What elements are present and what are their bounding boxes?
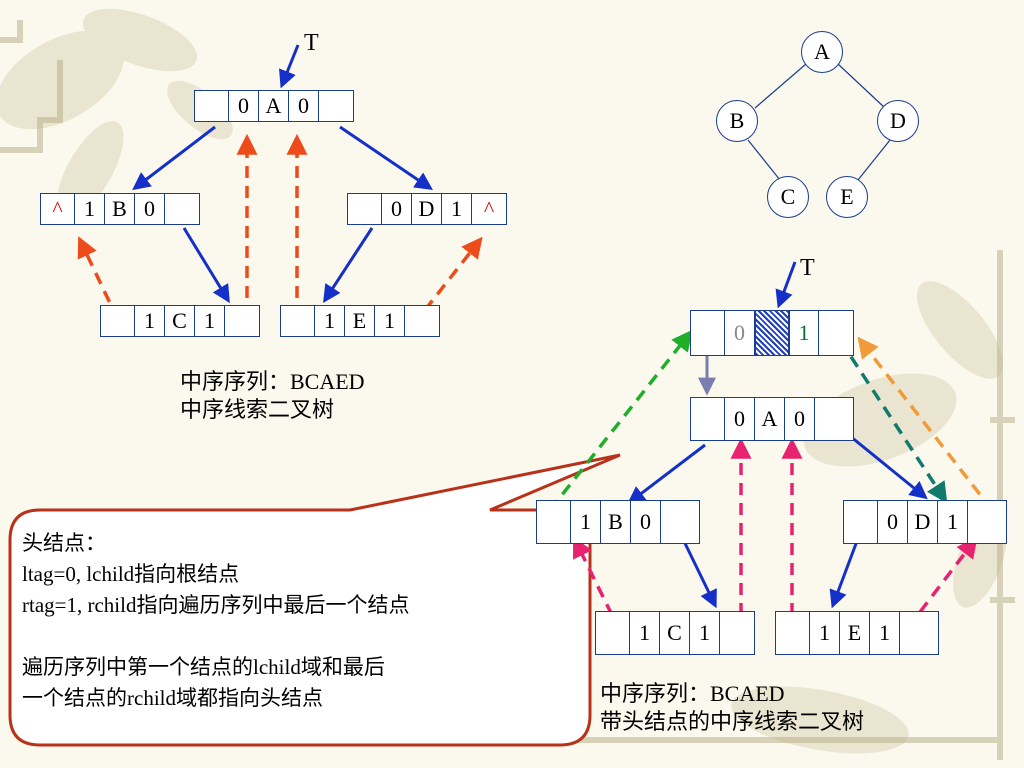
node-cell: E — [840, 612, 870, 654]
node-cell: 1 — [690, 612, 720, 654]
node-cell — [101, 306, 135, 336]
node-cell — [776, 612, 810, 654]
callout-line: rtag=1, rchild指向遍历序列中最后一个结点 — [22, 593, 410, 617]
node-cell: 1 — [375, 306, 405, 336]
right-caption: 中序序列：BCAED 带头结点的中序线索二叉树 — [600, 680, 864, 736]
tree-node-d: D — [877, 100, 919, 142]
left-c-node: 1 C 1 — [100, 305, 260, 337]
node-cell — [405, 306, 439, 336]
node-cell — [165, 194, 199, 224]
callout-line: 遍历序列中第一个结点的lchild域和最后 — [22, 655, 385, 679]
node-cell: 1 — [75, 194, 105, 224]
node-cell — [348, 194, 382, 224]
node-cell: B — [601, 501, 631, 543]
node-cell: C — [660, 612, 690, 654]
node-cell: ^ — [483, 196, 495, 221]
node-cell — [815, 398, 853, 440]
head-data-cell — [755, 311, 789, 355]
node-cell: 1 — [442, 194, 472, 224]
node-cell — [691, 311, 725, 355]
thread-first-to-head — [548, 329, 693, 512]
node-cell: 1 — [195, 306, 225, 336]
small-tree-edges — [747, 63, 891, 181]
left-d-node: 0 D 1 ^ — [347, 193, 507, 225]
node-cell: 0 — [878, 501, 908, 543]
node-cell — [900, 612, 938, 654]
node-cell: A — [259, 91, 289, 121]
node-cell: 0 — [725, 311, 755, 355]
node-cell: 1 — [135, 306, 165, 336]
node-cell: 1 — [571, 501, 601, 543]
node-cell: D — [412, 194, 442, 224]
node-cell: D — [908, 501, 938, 543]
node-cell — [720, 612, 754, 654]
thread-head-to-last — [838, 339, 948, 504]
node-cell — [319, 91, 353, 121]
right-e-node: 1 E 1 — [775, 611, 939, 655]
node-cell: ^ — [41, 194, 75, 224]
node-cell: E — [345, 306, 375, 336]
tree-node-e: E — [826, 176, 868, 218]
thread-last-to-head — [857, 336, 994, 512]
left-root-node: 0 A 0 — [194, 90, 354, 122]
node-cell — [537, 501, 571, 543]
caption-line: 带头结点的中序线索二叉树 — [600, 709, 865, 734]
node-cell — [225, 306, 259, 336]
node-cell: 1 — [315, 306, 345, 336]
node-cell: 0 — [631, 501, 661, 543]
node-cell: 0 — [289, 91, 319, 121]
caption-line: 中序线索二叉树 — [180, 397, 335, 422]
right-tree-threads-pink — [573, 437, 978, 616]
left-tree-threads — [77, 133, 483, 321]
tree-node-c: C — [767, 176, 809, 218]
left-caption: 中序序列：BCAED 中序线索二叉树 — [180, 368, 365, 424]
node-cell: 0 — [785, 398, 815, 440]
left-e-node: 1 E 1 — [280, 305, 440, 337]
node-cell: 0 — [135, 194, 165, 224]
node-cell: 1 — [938, 501, 968, 543]
tree-node-a: A — [801, 31, 843, 73]
node-cell — [661, 501, 699, 543]
left-tree-links — [132, 44, 433, 304]
node-cell — [968, 501, 1006, 543]
node-cell: B — [105, 194, 135, 224]
node-cell — [596, 612, 630, 654]
callout-blank-line — [22, 621, 409, 652]
head-node: 0 1 — [690, 310, 854, 356]
head-pointer-label: T — [800, 255, 815, 281]
tree-node-b: B — [716, 100, 758, 142]
callout-line: 头结点： — [22, 531, 106, 555]
node-cell: 1 — [810, 612, 840, 654]
callout-text: 头结点： ltag=0, lchild指向根结点 rtag=1, rchild指… — [22, 528, 409, 714]
node-cell — [281, 306, 315, 336]
right-root-node: 0 A 0 — [690, 397, 854, 441]
node-cell: A — [755, 398, 785, 440]
right-c-node: 1 C 1 — [595, 611, 755, 655]
root-pointer-label: T — [304, 30, 319, 56]
callout-line: ltag=0, lchild指向根结点 — [22, 562, 240, 586]
node-cell — [195, 91, 229, 121]
node-cell: 0 — [229, 91, 259, 121]
node-cell: 0 — [725, 398, 755, 440]
node-cell: 1 — [630, 612, 660, 654]
node-cell: 0 — [382, 194, 412, 224]
node-cell — [819, 311, 853, 355]
right-b-node: 1 B 0 — [536, 500, 700, 544]
node-cell — [691, 398, 725, 440]
callout-line: 一个结点的rchild域都指向头结点 — [22, 686, 323, 710]
node-cell — [844, 501, 878, 543]
node-cell: 1 — [870, 612, 900, 654]
right-tree-links — [627, 261, 928, 609]
caption-line: 中序序列：BCAED — [180, 369, 365, 394]
left-b-node: ^ 1 B 0 — [40, 193, 200, 225]
caption-line: 中序序列：BCAED — [600, 681, 785, 706]
node-cell: 1 — [789, 311, 819, 355]
node-cell: C — [165, 306, 195, 336]
right-d-node: 0 D 1 — [843, 500, 1007, 544]
